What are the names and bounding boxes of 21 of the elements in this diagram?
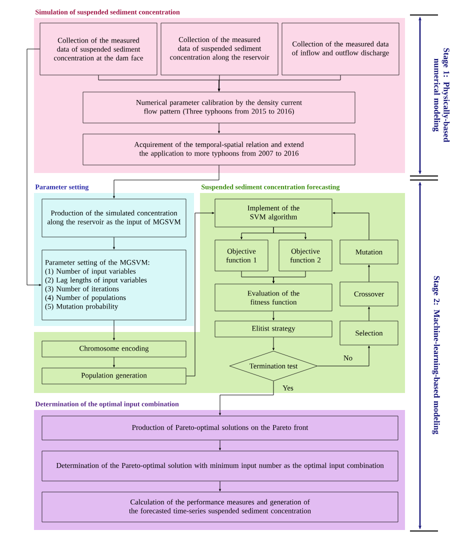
arrow — [219, 440, 221, 450]
arrow — [113, 356, 115, 368]
arrow — [273, 226, 306, 240]
stage-label: Stage 2: Machine-learning-based modeling — [432, 276, 440, 434]
arrow — [113, 164, 220, 198]
arrow — [368, 264, 370, 282]
arrow — [219, 380, 274, 416]
arrow — [186, 212, 214, 376]
arrow — [218, 74, 341, 92]
arrow — [219, 480, 221, 492]
arrow — [218, 122, 220, 134]
arrow — [272, 336, 274, 350]
arrow — [332, 212, 370, 240]
stage-label: Stage 1: Physically-based numerical modeling — [432, 48, 450, 142]
arrow — [317, 346, 370, 366]
arrow — [368, 306, 370, 322]
arrow — [113, 320, 115, 340]
arrow — [26, 48, 42, 286]
arrow — [113, 236, 115, 250]
arrow — [272, 270, 306, 284]
arrow — [272, 310, 274, 320]
